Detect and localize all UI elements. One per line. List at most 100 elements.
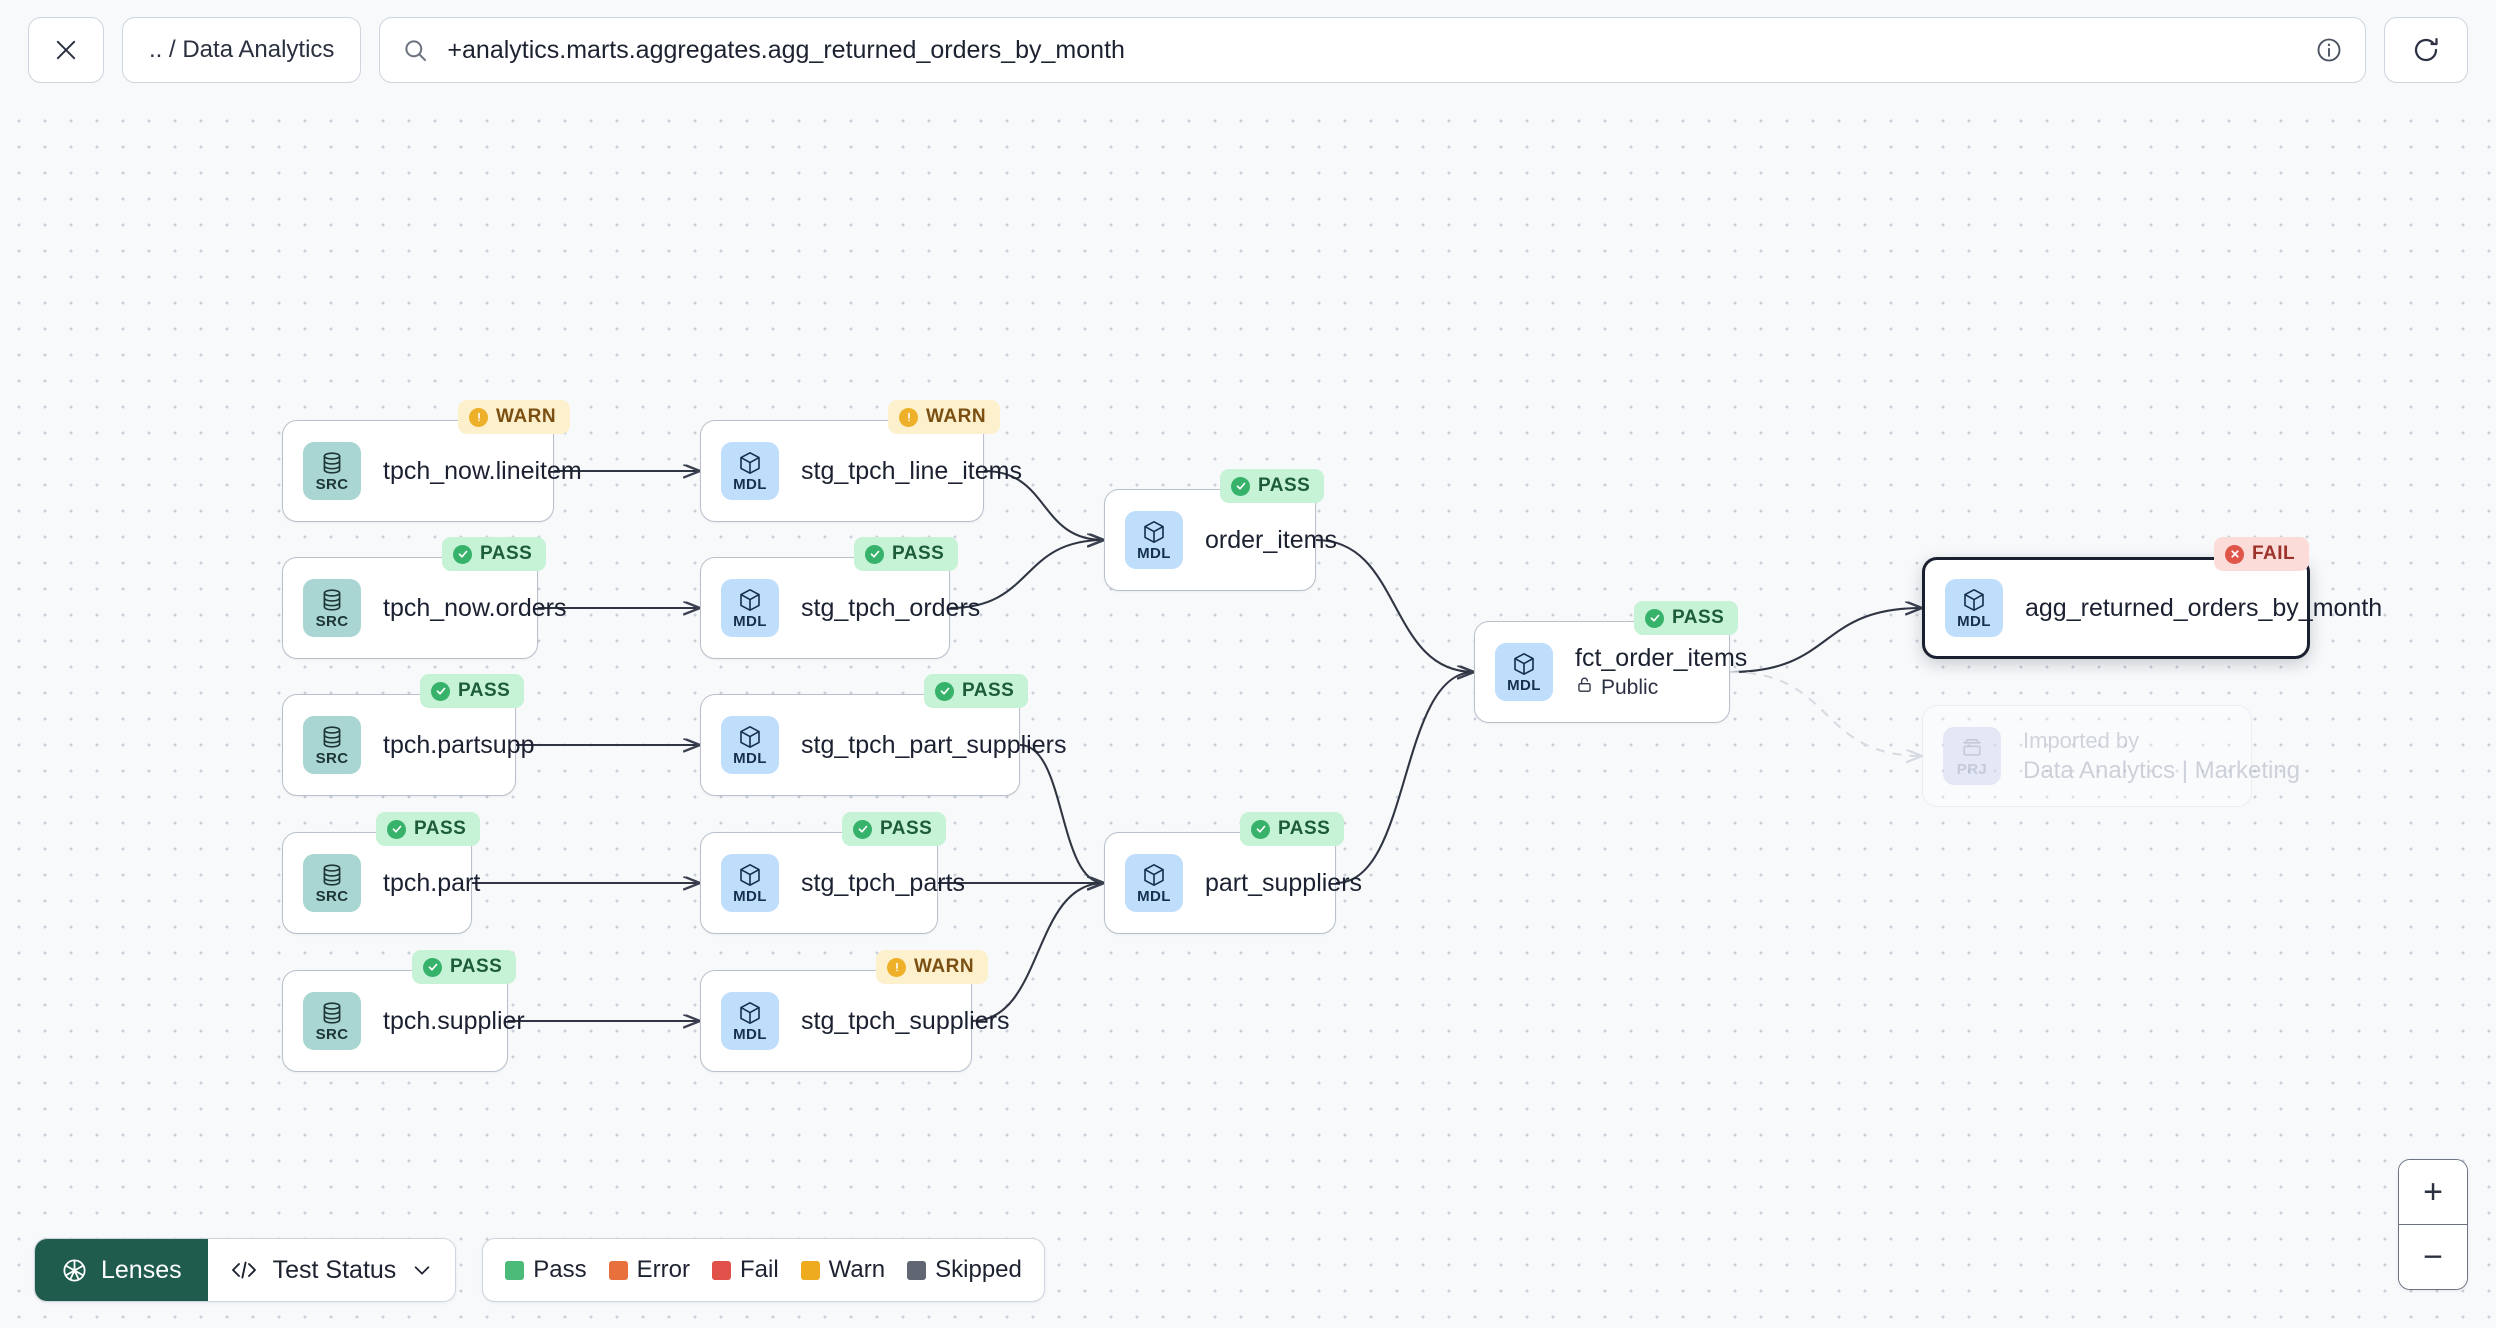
node-type-label: MDL — [1957, 613, 1991, 630]
node-text-group: agg_returned_orders_by_month — [2025, 594, 2382, 623]
legend-swatch-error — [608, 1260, 628, 1280]
status-badge-fct_order_items[interactable]: PASS — [1634, 601, 1739, 635]
node-title: order_items — [1205, 525, 1337, 554]
node-type-label: SRC — [315, 1026, 349, 1043]
legend-swatch-warn — [800, 1260, 820, 1280]
status-pass-icon — [431, 681, 450, 701]
node-visibility-label: Public — [1601, 675, 1659, 699]
zoom-out-button[interactable]: − — [2399, 1225, 2467, 1289]
edge-fct_order_items-to-agg_returned — [1729, 608, 1922, 674]
legend-swatch-fail — [712, 1260, 731, 1280]
lineage-node-src_lineitem[interactable]: SRC tpch_now.lineitem — [282, 420, 582, 522]
node-title: fct_order_items — [1575, 643, 1748, 672]
status-pass-icon — [935, 681, 954, 701]
search-icon — [402, 37, 429, 64]
search-bar[interactable]: +analytics.marts.aggregates.agg_returned… — [379, 17, 2366, 83]
lineage-node-stg_suppliers[interactable]: MDL stg_tpch_suppliers — [700, 970, 1010, 1072]
lineage-node-agg_returned[interactable]: MDL agg_returned_orders_by_month — [1922, 557, 2382, 659]
search-input[interactable]: +analytics.marts.aggregates.agg_returned… — [447, 35, 1125, 64]
status-pass-icon — [865, 544, 884, 564]
status-badge-src_partsupp[interactable]: PASS — [420, 674, 525, 708]
legend-item-error[interactable]: Error — [608, 1256, 690, 1284]
status-badge-label: PASS — [892, 543, 945, 564]
status-badge-stg_suppliers[interactable]: WARN — [876, 950, 989, 984]
lineage-node-src_supplier[interactable]: SRC tpch.supplier — [282, 970, 525, 1072]
status-warn-icon — [887, 957, 906, 977]
node-text-group: stg_tpch_orders — [801, 594, 980, 623]
status-badge-label: WARN — [496, 406, 557, 427]
lineage-node-order_items[interactable]: MDL order_items — [1104, 489, 1337, 591]
chevron-down-icon — [411, 1259, 433, 1281]
status-badge-part_suppliers[interactable]: PASS — [1240, 812, 1345, 846]
lineage-node-src_orders[interactable]: SRC tpch_now.orders — [282, 557, 566, 659]
refresh-icon — [2411, 35, 2441, 65]
refresh-button[interactable] — [2384, 17, 2468, 83]
zoom-in-button[interactable]: + — [2399, 1159, 2467, 1224]
status-badge-stg_line_items[interactable]: WARN — [888, 400, 1001, 434]
status-badge-label: PASS — [480, 543, 533, 564]
node-imported-by-label: Imported by — [2023, 727, 2140, 753]
status-badge-src_orders[interactable]: PASS — [442, 537, 547, 571]
node-text-group: order_items — [1205, 525, 1337, 555]
lineage-node-part_suppliers[interactable]: MDL part_suppliers — [1104, 832, 1363, 934]
node-title: tpch_now.lineitem — [383, 456, 582, 485]
node-text-group: part_suppliers — [1205, 868, 1363, 898]
node-text-group: tpch.supplier — [383, 1006, 525, 1036]
status-badge-stg_part_supp[interactable]: PASS — [924, 674, 1029, 708]
node-title: tpch.supplier — [383, 1006, 525, 1035]
status-badge-label: FAIL — [2252, 543, 2296, 564]
status-badge-agg_returned[interactable]: FAIL — [2214, 537, 2310, 571]
node-title: stg_tpch_suppliers — [801, 1006, 1010, 1035]
node-text-group: tpch_now.orders — [383, 594, 566, 623]
node-type-label: SRC — [315, 476, 349, 493]
src-type-icon: SRC — [303, 579, 361, 637]
node-type-label: MDL — [733, 1026, 767, 1043]
status-badge-label: WARN — [926, 406, 987, 427]
src-type-icon: SRC — [303, 716, 361, 774]
mdl-type-icon: MDL — [1125, 854, 1183, 912]
status-badge-label: PASS — [414, 818, 467, 839]
legend-item-pass[interactable]: Pass — [505, 1256, 587, 1284]
src-type-icon: SRC — [303, 442, 361, 500]
node-type-label: MDL — [733, 888, 767, 905]
top-toolbar: .. / Data Analytics +analytics.marts.agg… — [0, 0, 2496, 100]
zoom-controls: + − — [2398, 1158, 2468, 1290]
edge-stg_suppliers-to-part_suppliers — [971, 883, 1104, 1023]
breadcrumb[interactable]: .. / Data Analytics — [122, 17, 362, 83]
legend-item-warn[interactable]: Warn — [800, 1256, 885, 1284]
aperture-icon — [61, 1257, 88, 1284]
lenses-button[interactable]: Lenses — [35, 1239, 208, 1301]
status-badge-src_lineitem[interactable]: WARN — [458, 400, 571, 434]
edge-part_suppliers-to-fct_order_items — [1335, 672, 1474, 885]
status-badge-label: PASS — [1278, 818, 1331, 839]
test-status-dropdown[interactable]: Test Status — [207, 1239, 456, 1301]
legend-item-fail[interactable]: Fail — [712, 1256, 779, 1284]
status-badge-order_items[interactable]: PASS — [1220, 469, 1325, 503]
lenses-group: Lenses Test Status — [34, 1238, 457, 1302]
status-badge-stg_orders[interactable]: PASS — [854, 537, 959, 571]
info-icon[interactable] — [2315, 36, 2343, 64]
node-type-label: MDL — [1137, 545, 1171, 562]
breadcrumb-label: .. / Data Analytics — [149, 36, 335, 63]
mdl-type-icon: MDL — [721, 854, 779, 912]
status-badge-stg_parts[interactable]: PASS — [842, 812, 947, 846]
mdl-type-icon: MDL — [721, 992, 779, 1050]
mdl-type-icon: MDL — [1125, 511, 1183, 569]
node-text-group: tpch_now.lineitem — [383, 456, 582, 486]
close-button[interactable] — [28, 17, 104, 83]
node-title: part_suppliers — [1205, 868, 1363, 897]
src-type-icon: SRC — [303, 854, 361, 912]
status-badge-src_supplier[interactable]: PASS — [412, 950, 517, 984]
status-badge-src_part[interactable]: PASS — [376, 812, 481, 846]
legend-item-skipped[interactable]: Skipped — [907, 1256, 1022, 1284]
